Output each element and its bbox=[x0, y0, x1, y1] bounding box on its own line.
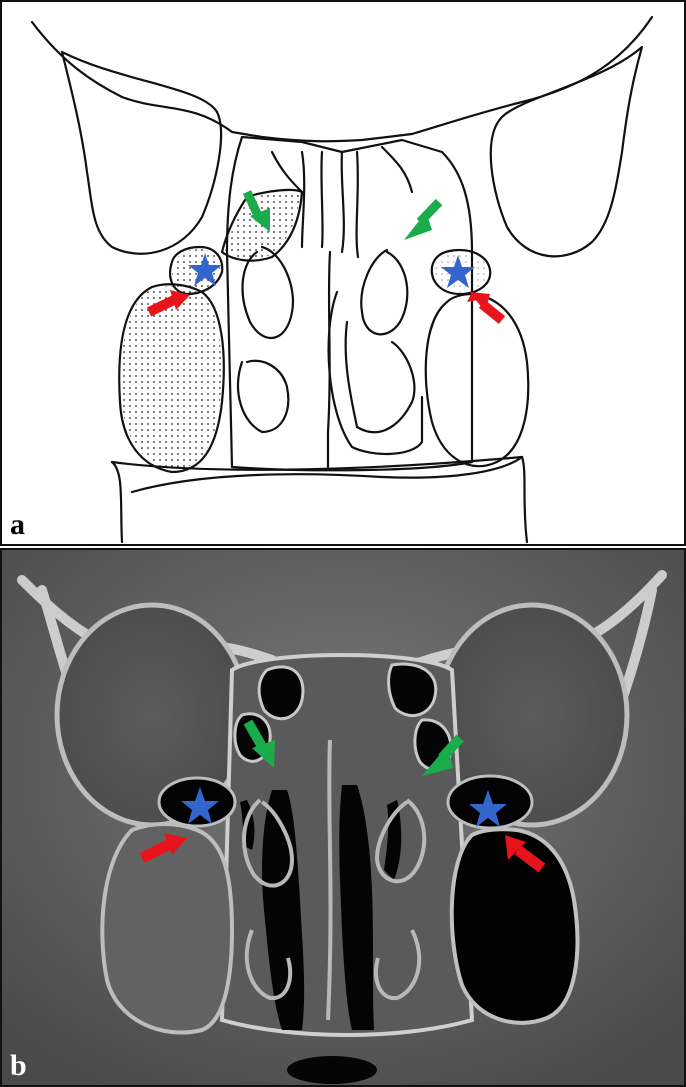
panel-b-ct-image: b bbox=[0, 548, 686, 1087]
panel-label-a: a bbox=[10, 510, 25, 540]
right-maxillary-sinus bbox=[452, 829, 578, 1023]
nasal-cavity-frame bbox=[227, 137, 472, 470]
panel-a-drawing: a bbox=[0, 0, 686, 546]
left-orbit bbox=[62, 52, 221, 254]
right-orbit bbox=[491, 47, 642, 256]
sinus-line-drawing bbox=[2, 2, 684, 544]
right-maxillary-sinus bbox=[426, 294, 528, 466]
skull-outline bbox=[32, 17, 652, 141]
right-middle-turbinate bbox=[361, 250, 407, 334]
left-inferior-turbinate bbox=[238, 361, 288, 432]
ct-scan bbox=[2, 550, 684, 1085]
green-arrow-icon bbox=[404, 202, 439, 240]
panel-label-b: b bbox=[10, 1051, 27, 1081]
left-maxillary-sinus bbox=[102, 824, 232, 1033]
right-inferior-turbinate bbox=[346, 322, 415, 432]
